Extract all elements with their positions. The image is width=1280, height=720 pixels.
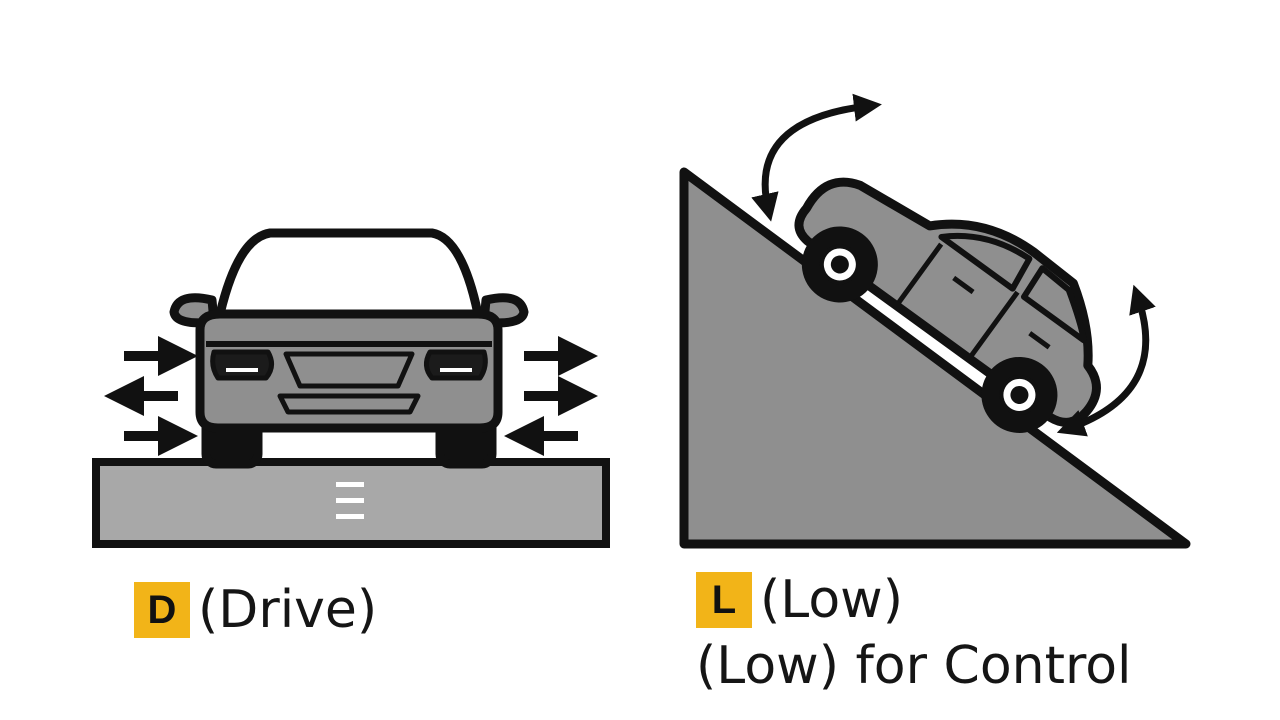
gear-badge-l: L — [696, 572, 752, 628]
rotate-arrow-icon — [1056, 284, 1156, 437]
lane-mark — [336, 514, 364, 519]
gear-badge-d: D — [134, 582, 190, 638]
flat-road — [92, 458, 610, 548]
low-text: (Low) — [760, 570, 903, 630]
low-label: L (Low) — [696, 572, 903, 628]
side-arrows-right — [504, 336, 598, 456]
rotate-arrow-icon — [751, 93, 882, 222]
side-arrows-left — [104, 336, 198, 456]
lane-mark — [336, 482, 364, 487]
lane-mark — [336, 498, 364, 503]
low-subtitle: (Low) for Control — [696, 636, 1132, 696]
front-car-icon — [169, 228, 529, 469]
drive-label: D (Drive) — [134, 582, 377, 638]
drive-text: (Drive) — [198, 580, 378, 640]
side-car-icon — [794, 177, 1101, 433]
